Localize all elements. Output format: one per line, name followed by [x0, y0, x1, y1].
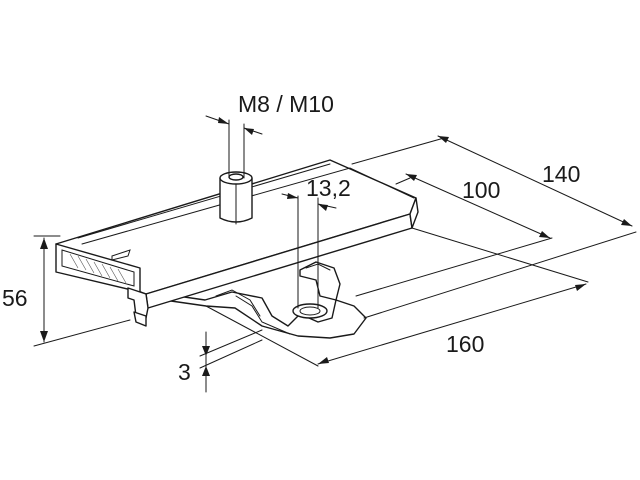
thread-dimension: M8 / M10 [205, 91, 334, 179]
length-label: 160 [446, 331, 484, 357]
width-inner-dimension: 100 [355, 173, 553, 297]
thread-label: M8 / M10 [238, 91, 334, 117]
width-total-dimension: 140 [351, 135, 637, 319]
dimension-lines: M8 / M10 13,2 140 100 [2, 91, 637, 393]
hole-dimension: 13,2 [281, 175, 351, 309]
width-total-label: 140 [542, 161, 580, 187]
channel-box [55, 159, 419, 327]
length-dimension: 160 [205, 227, 589, 367]
clamp-part [55, 159, 419, 339]
width-inner-label: 100 [462, 177, 500, 203]
threaded-post [219, 171, 253, 225]
thickness-dimension: 3 [178, 329, 263, 393]
height-dimension: 56 [2, 235, 131, 347]
hole-label: 13,2 [306, 175, 351, 201]
thickness-label: 3 [178, 359, 191, 385]
height-label: 56 [2, 285, 28, 311]
